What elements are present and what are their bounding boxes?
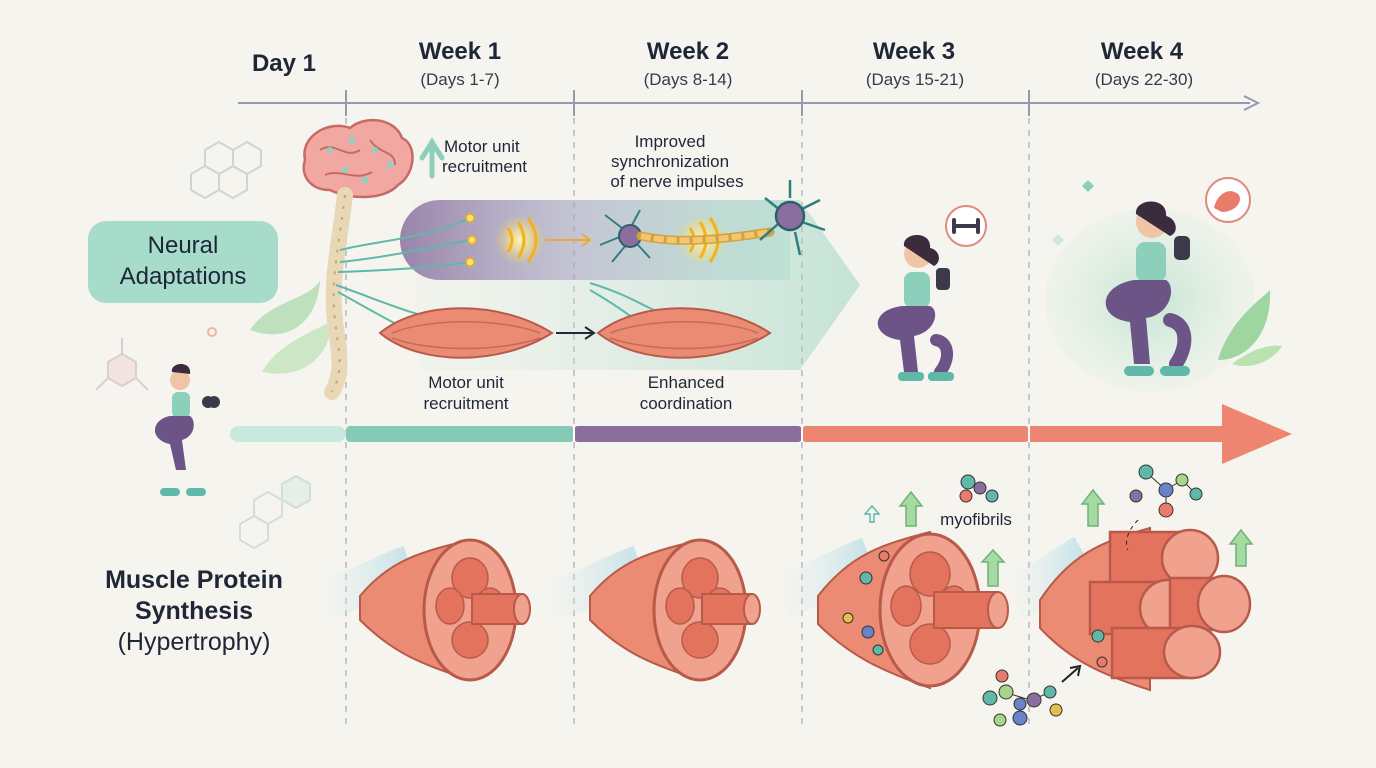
neural-badge-line1: Neural (147, 232, 219, 259)
amino-acid-cluster-week4 (1125, 464, 1203, 551)
leaf-decoration-right (1052, 180, 1282, 366)
motor-unit-bottom-line2: recruitment (423, 394, 509, 413)
leaf-decoration-left (207, 280, 332, 374)
neural-badge-bg (88, 221, 278, 303)
athlete-squat-week3 (877, 205, 987, 381)
muscle-fiber-week3 (775, 530, 1009, 690)
growth-arrows (863, 488, 1254, 587)
nerve-nodes (465, 213, 477, 267)
week3-label: Week 3 (872, 38, 956, 65)
muscle-spindle-right (596, 307, 772, 359)
motor-unit-top-line2: recruitment (442, 157, 528, 176)
day1-label: Day 1 (251, 50, 317, 77)
athlete-squat-small (155, 364, 220, 496)
muscle-fiber-day1 (314, 538, 531, 682)
sync-line2: synchronization (610, 152, 730, 171)
muscle-arrow (556, 326, 596, 340)
signal-arrow (545, 233, 592, 247)
timeline-axis (238, 90, 1261, 116)
protein-subtitle: (Hypertrophy) (117, 628, 271, 656)
hexagon-decoration-top (190, 140, 262, 200)
week2-days: (Days 8-14) (643, 70, 733, 89)
protein-title-line2: Synthesis (134, 597, 254, 625)
neuron-right (759, 180, 826, 256)
muscle-fiber-week2 (543, 538, 761, 682)
hexagon-decoration-mid (95, 338, 149, 391)
week1-days: (Days 1-7) (420, 70, 500, 89)
muscle-fiber-week4 (1002, 526, 1252, 692)
protein-title-line1: Muscle Protein (105, 566, 283, 594)
hexagon-decoration-low (239, 474, 311, 550)
signal-wave-left (494, 214, 546, 266)
neuron-left (599, 209, 775, 263)
sync-line3: of nerve impulses (610, 172, 744, 191)
motor-unit-up-arrow-icon (419, 137, 445, 179)
motor-unit-top-line1: Motor unit (444, 137, 520, 156)
week4-label: Week 4 (1100, 38, 1184, 65)
sync-line1: Improved (634, 132, 706, 151)
coordination-line1: Enhanced (647, 373, 725, 392)
neural-badge-line2: Adaptations (119, 263, 247, 290)
muscle-spindle-left (378, 307, 554, 359)
week1-label: Week 1 (418, 38, 502, 65)
progress-bar (230, 404, 1292, 464)
amino-acid-cluster-bottom (982, 664, 1082, 727)
motor-unit-bottom-line1: Motor unit (428, 373, 504, 392)
brain-illustration (302, 118, 414, 400)
coordination-line2: coordination (639, 394, 733, 413)
week3-days: (Days 15-21) (865, 70, 965, 89)
athlete-squat-week4 (1105, 177, 1251, 376)
week4-days: (Days 22-30) (1094, 70, 1194, 89)
amino-acid-cluster-top (959, 474, 999, 503)
week2-label: Week 2 (646, 38, 730, 65)
myofibrils-label: myofibrils (940, 510, 1012, 529)
